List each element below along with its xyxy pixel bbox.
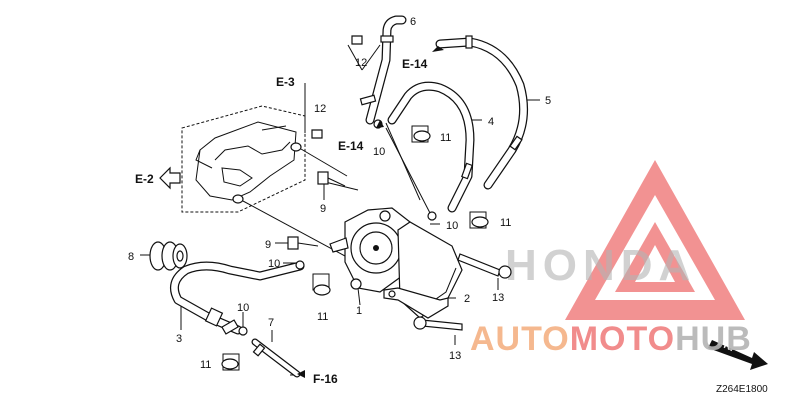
callout-11-c: 11 <box>317 311 328 323</box>
callout-11-a: 11 <box>440 132 451 144</box>
callout-labels: 1 2 3 4 5 6 7 8 9 9 10 10 10 10 11 11 11… <box>128 16 551 371</box>
brand-auto: AUTO <box>470 320 570 358</box>
hose-5 <box>435 35 529 190</box>
reference-labels: E-3 E-2 E-14 E-14 F-16 <box>135 46 444 386</box>
brand-moto: MOTO <box>570 320 675 358</box>
callout-10-a: 10 <box>373 146 385 158</box>
e14-lower-arrow-icon <box>376 120 384 128</box>
callout-6: 6 <box>410 16 416 28</box>
callout-10-d: 10 <box>237 302 249 314</box>
watermark-logo <box>565 160 745 320</box>
front-direction-indicator: FR. <box>708 337 768 370</box>
callout-9-upper: 9 <box>320 203 326 215</box>
ref-f16: F-16 <box>313 372 338 386</box>
callout-13-a: 13 <box>492 292 504 304</box>
pipe-7 <box>251 338 301 378</box>
hose-4 <box>387 81 475 213</box>
callout-12-b: 12 <box>314 103 326 115</box>
grommet-8 <box>149 241 188 271</box>
bolt-13-upper <box>457 253 512 279</box>
e14-upper-arrow-icon <box>432 46 444 52</box>
bolt-9-lower <box>287 236 319 250</box>
diagram-code: Z264E1800 <box>716 384 768 395</box>
ref-e2: E-2 <box>135 172 154 186</box>
ref-e14-lower: E-14 <box>338 139 364 153</box>
e2-arrow-icon <box>159 166 181 190</box>
clamp-11-b <box>469 211 489 229</box>
clip-12-b <box>311 129 323 139</box>
callout-3: 3 <box>176 333 182 345</box>
callout-7: 7 <box>268 317 274 329</box>
clamp-11-a <box>411 125 431 143</box>
callout-11-d: 11 <box>200 359 211 371</box>
callout-10-c: 10 <box>268 258 280 270</box>
watermark-maker: HONDA <box>505 241 696 290</box>
f16-arrow-icon <box>297 370 305 378</box>
svg-text:AUTOMOTOHUB: AUTOMOTOHUB <box>470 320 752 358</box>
callout-1: 1 <box>356 305 362 317</box>
brand-hub: HUB <box>675 320 752 358</box>
callout-9-lower: 9 <box>265 239 271 251</box>
callout-11-b: 11 <box>500 217 511 229</box>
ref-e14-upper: E-14 <box>402 57 428 71</box>
callout-13-b: 13 <box>449 350 461 362</box>
clip-10-d <box>238 326 248 336</box>
callout-12-a: 12 <box>355 57 367 69</box>
callout-2: 2 <box>464 293 470 305</box>
callout-10-b: 10 <box>446 220 458 232</box>
clip-10-b <box>427 211 437 221</box>
bolt-9-upper <box>317 171 346 187</box>
watermark-brand: AUTOMOTOHUB <box>470 320 752 358</box>
ref-e3: E-3 <box>276 75 295 89</box>
bracket-2 <box>383 287 449 319</box>
clamp-11-d <box>221 353 240 371</box>
callout-5: 5 <box>545 95 551 107</box>
clamp-11-c <box>312 273 331 296</box>
engine-section-outline <box>181 105 306 213</box>
hose-3 <box>169 261 305 335</box>
bolt-13-lower <box>413 316 463 331</box>
callout-8: 8 <box>128 251 134 263</box>
hose-6 <box>359 15 407 125</box>
clip-10-c <box>295 260 305 270</box>
callout-4: 4 <box>488 116 494 128</box>
clip-12-a <box>351 35 363 45</box>
engine-housing <box>195 121 302 204</box>
fr-arrow-icon <box>708 340 768 370</box>
